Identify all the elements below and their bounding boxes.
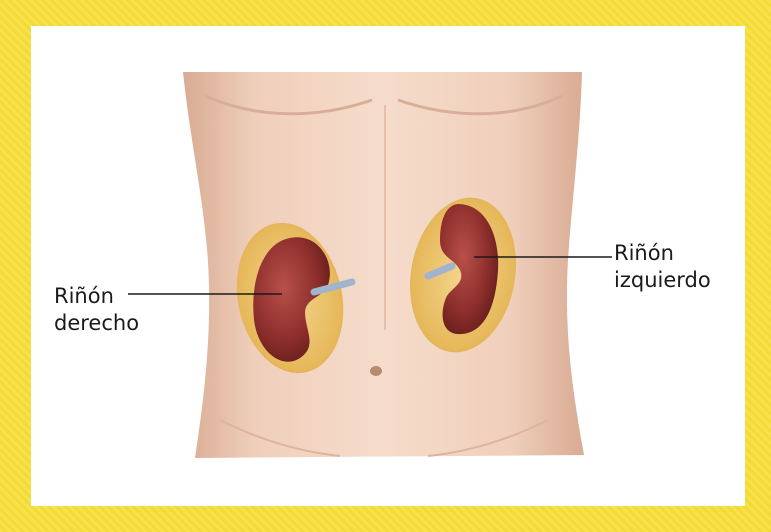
label-left-kidney-line1: Riñón	[614, 240, 711, 267]
label-right-kidney-line2: derecho	[54, 310, 139, 337]
label-left-kidney-line2: izquierdo	[614, 267, 711, 294]
label-right-kidney-line1: Riñón	[54, 283, 139, 310]
label-right-kidney: Riñón derecho	[54, 283, 139, 337]
label-left-kidney: Riñón izquierdo	[614, 240, 711, 294]
navel	[370, 366, 382, 376]
